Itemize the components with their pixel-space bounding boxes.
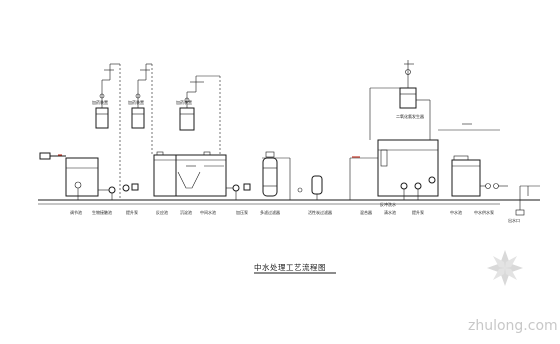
- carbon-filter: [297, 175, 323, 200]
- label-bio-contact: 生物接触池: [92, 209, 112, 215]
- inlet-unit: [39, 152, 66, 160]
- supply-pumps: [400, 176, 436, 200]
- label-dosing-1: 加药装置: [92, 99, 108, 105]
- chlorine-dioxide-generator: [369, 60, 431, 140]
- outlet-unit: [515, 185, 540, 216]
- label-chlorine-dioxide: 二氧化氯发生器: [396, 113, 424, 119]
- label-carbon-filter: 活性炭过滤器: [308, 209, 332, 215]
- station-labels: 调节池 生物接触池 提升泵 反应池 沉淀池 中间水池 加压泵 多滤过滤器 活性炭…: [70, 209, 520, 223]
- watermark-logo: [487, 250, 523, 286]
- label-dosing-3: 加药装置: [176, 99, 192, 105]
- label-sedimentation-tank: 沉淀池: [180, 209, 192, 215]
- watermark: zhulong.com: [468, 250, 558, 334]
- dosing-device-3: [179, 75, 221, 155]
- label-mixer: 混合器: [360, 209, 372, 215]
- reaction-sedimentation-tank: [153, 151, 227, 197]
- dosing-device-2: [131, 63, 153, 155]
- label-reaction-tank: 反应池: [156, 209, 168, 215]
- label-dosing-2: 加药装置: [128, 99, 144, 105]
- watermark-text: zhulong.com: [468, 318, 558, 334]
- dosing-device-1: [95, 63, 121, 200]
- tank-labels: 加药装置 加药装置 加药装置 二氧化氯发生器 反冲洗水: [92, 99, 424, 207]
- pressure-pump: [226, 183, 251, 200]
- label-outlet: 出水口: [508, 217, 520, 223]
- lift-pump: [98, 183, 139, 200]
- note-backwash: 反冲洗水: [380, 201, 396, 207]
- label-lift-pump: 提升泵: [126, 209, 138, 215]
- label-multimedia-filter: 多滤过滤器: [260, 209, 280, 215]
- diagram-title: 中水处理工艺流程图: [254, 262, 326, 272]
- multimedia-filter: [262, 151, 291, 200]
- label-lift-pump-2: 提升泵: [412, 209, 424, 215]
- label-clear-water-tank: 清水池: [384, 209, 396, 215]
- clear-water-tank: [349, 123, 500, 200]
- label-intermediate-tank: 中间水池: [200, 209, 216, 215]
- label-pressure-pump: 加压泵: [236, 209, 248, 215]
- label-regulating-tank: 调节池: [70, 209, 82, 215]
- label-supply-pump: 中水供水泵: [474, 209, 494, 215]
- reclaimed-water-tank: [451, 155, 508, 197]
- label-reclaimed-tank: 中水池: [450, 209, 462, 215]
- regulating-tank: [65, 157, 99, 200]
